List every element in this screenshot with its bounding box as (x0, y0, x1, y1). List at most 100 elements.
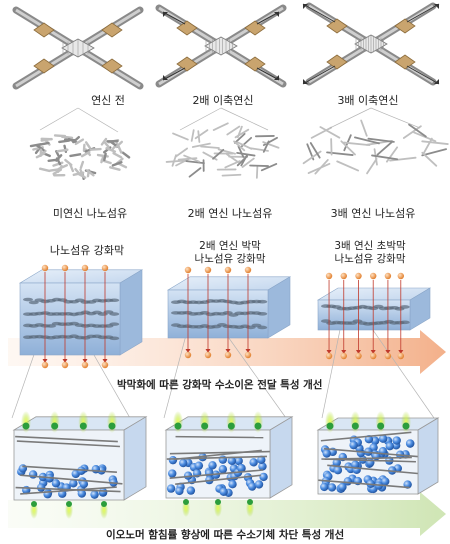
proton-dot (244, 266, 252, 274)
proton-dot (224, 266, 232, 274)
hydrogen-dot (79, 422, 87, 430)
ionomer-sphere (219, 487, 228, 496)
membrane-label-3x: 3배 연신 초박막 나노섬유 강화막 (310, 240, 430, 266)
proton-dot (340, 272, 347, 280)
nanofiber-mat-0 (29, 134, 131, 181)
ionomer-sphere (249, 458, 258, 467)
nanofiber-label-2x: 2배 연신 나노섬유 (187, 207, 273, 220)
ionomer-sphere (69, 479, 78, 488)
membrane-label-2x: 2배 연신 박막 나노섬유 강화막 (170, 240, 290, 266)
stage-label-3x: 3배 이축연신 (337, 94, 399, 107)
proton-dot (41, 264, 49, 272)
membrane-block-2 (316, 272, 432, 360)
hydrogen-dot (215, 499, 221, 505)
ionomer-sphere (98, 487, 108, 497)
ionomer-sphere (175, 486, 184, 496)
hydrogen-glow (325, 411, 335, 433)
ionomer-sphere (91, 465, 101, 474)
hydrogen-dot (101, 501, 107, 507)
proton-dot (384, 272, 392, 280)
proton-dot (397, 272, 404, 280)
ionomer-sphere (227, 456, 237, 466)
proton-dot (101, 361, 109, 369)
hydrogen-dot (66, 501, 72, 507)
hydrogen-glow (226, 411, 237, 433)
proton-dot (81, 264, 89, 272)
hydrogen-dot (402, 422, 410, 430)
stretching-device-0 (12, 6, 144, 90)
proton-dot (325, 352, 333, 360)
ionomer-sphere (18, 464, 28, 473)
ionomer-sphere (168, 469, 177, 478)
ionomer-sphere (51, 479, 61, 488)
ionomer-sphere (228, 480, 237, 489)
ionomer-sphere (259, 472, 268, 482)
ionomer-sphere (168, 455, 178, 465)
proton-dot (355, 272, 362, 280)
ionomer-sphere (378, 434, 388, 443)
zoom-line (365, 319, 435, 419)
stretching-device-1 (155, 4, 287, 88)
ionomer-sphere (351, 460, 360, 469)
ionomer-sphere (234, 456, 243, 466)
ionomer-sphere (333, 465, 343, 475)
hydrogen-glow (350, 411, 361, 433)
hydrogen-glow (173, 411, 183, 433)
zoom-line (179, 107, 222, 131)
stage-label-2x: 2배 이축연신 (192, 94, 254, 107)
stage-label-unstretched: 연신 전 (91, 94, 125, 107)
ionomer-sphere (208, 461, 217, 470)
ionomer-sphere (194, 461, 204, 470)
ionomer-sphere (320, 482, 329, 492)
hydrogen-dot (22, 422, 30, 430)
zoom-line (220, 107, 269, 131)
zoom-line (370, 107, 421, 129)
membrane-blocks (18, 264, 432, 369)
ionomer-sphere (332, 458, 342, 467)
ionomer-sphere (218, 465, 228, 474)
hydrogen-glow (375, 411, 386, 433)
membrane-label-3x-line1: 3배 연신 초박막 (334, 240, 406, 252)
membrane-block-0 (18, 264, 144, 369)
hydrogen-glow (253, 411, 263, 433)
nanofiber-label-unstretched: 미연신 나노섬유 (52, 207, 128, 220)
hydrogen-dot (227, 422, 235, 430)
ionomer-sphere (381, 477, 390, 486)
ionomer-sphere (183, 471, 193, 480)
ionomer-sphere (405, 439, 415, 448)
proton-dot (204, 351, 212, 359)
hydrogen-dot (174, 422, 182, 430)
proton-dot (184, 351, 192, 359)
nanofiber-mat-1 (165, 122, 280, 179)
membrane-label-3x-line2: 나노섬유 강화막 (334, 253, 406, 265)
hydrogen-dot (51, 422, 59, 430)
hydrogen-glow (199, 411, 210, 433)
zoom-line (321, 319, 343, 419)
ionomer-sphere (327, 483, 337, 492)
ionomer-sphere (179, 458, 188, 468)
proton-dot (204, 266, 212, 274)
ionomer-sphere (90, 490, 99, 499)
ionomer-impregnation-cubes (12, 411, 440, 519)
hydrogen-glow (401, 411, 411, 433)
ionomer-sphere (77, 489, 87, 498)
hydrogen-dot (377, 422, 385, 430)
impregnation-cube-2 (316, 411, 440, 495)
proton-dot (355, 352, 362, 360)
proton-dot (101, 264, 109, 272)
hydrogen-barrier-arrow (8, 492, 446, 536)
stretching-devices (12, 2, 440, 90)
ionomer-sphere (79, 479, 89, 489)
nanofiber-label-3x: 3배 연신 나노섬유 (330, 207, 416, 220)
proton-dot (61, 361, 69, 369)
proton-dot (370, 352, 377, 360)
zoom-line (329, 107, 372, 129)
membrane-label-base: 나노섬유 강화막 (22, 244, 152, 257)
ionomer-sphere (257, 455, 266, 464)
proton-dot (370, 272, 377, 280)
ionomer-sphere (186, 486, 196, 495)
ionomer-sphere (28, 470, 38, 479)
zoom-line (39, 107, 79, 131)
ionomer-sphere (258, 462, 267, 471)
proton-dot (224, 351, 232, 359)
